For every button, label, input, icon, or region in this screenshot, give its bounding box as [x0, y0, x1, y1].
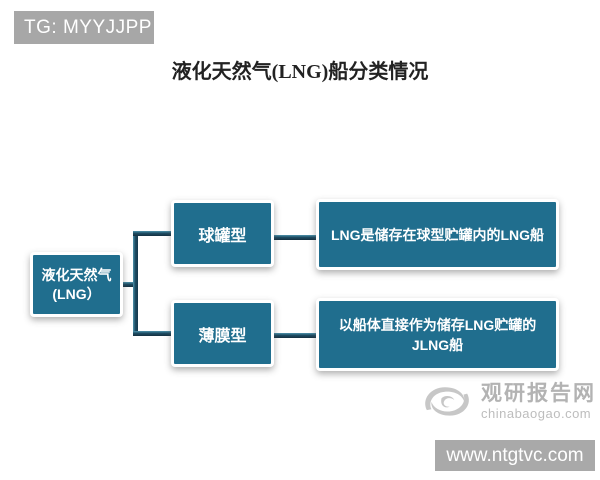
- watermark: 观研报告网 chinabaogao.com: [419, 379, 596, 423]
- node-desc-membrane: 以船体直接作为储存LNG贮罐的JLNG船: [316, 298, 559, 371]
- node-desc-spherical-text: LNG是储存在球型贮罐内的LNG船: [330, 226, 545, 243]
- watermark-site-url: chinabaogao.com: [481, 405, 592, 421]
- connector-branch-top: [133, 231, 173, 236]
- node-type-spherical: 球罐型: [171, 200, 274, 267]
- tg-badge: TG: MYYJJPP: [14, 11, 154, 44]
- node-type-membrane: 薄膜型: [171, 300, 274, 367]
- node-root-lng: 液化天然气 (LNG）: [30, 252, 123, 317]
- node-type-membrane-label: 薄膜型: [198, 327, 247, 345]
- node-root-line1: 液化天然气: [41, 266, 112, 283]
- swirl-icon: [425, 387, 469, 416]
- watermark-site-name: 观研报告网: [481, 381, 596, 405]
- connector-branch-bottom: [133, 331, 173, 336]
- connector-desc-bottom: [272, 333, 318, 338]
- connector-root-stub: [120, 282, 138, 287]
- node-root-line2: (LNG）: [52, 285, 101, 302]
- connector-branch-trunk: [133, 231, 138, 336]
- connector-desc-top: [272, 235, 318, 240]
- node-type-spherical-label: 球罐型: [198, 227, 247, 245]
- page-title: 液化天然气(LNG)船分类情况: [171, 61, 429, 83]
- node-desc-spherical: LNG是储存在球型贮罐内的LNG船: [316, 199, 559, 270]
- footer-url-bar: www.ntgtvc.com: [435, 440, 595, 471]
- node-desc-membrane-text: 以船体直接作为储存LNG贮罐的JLNG船: [338, 316, 537, 353]
